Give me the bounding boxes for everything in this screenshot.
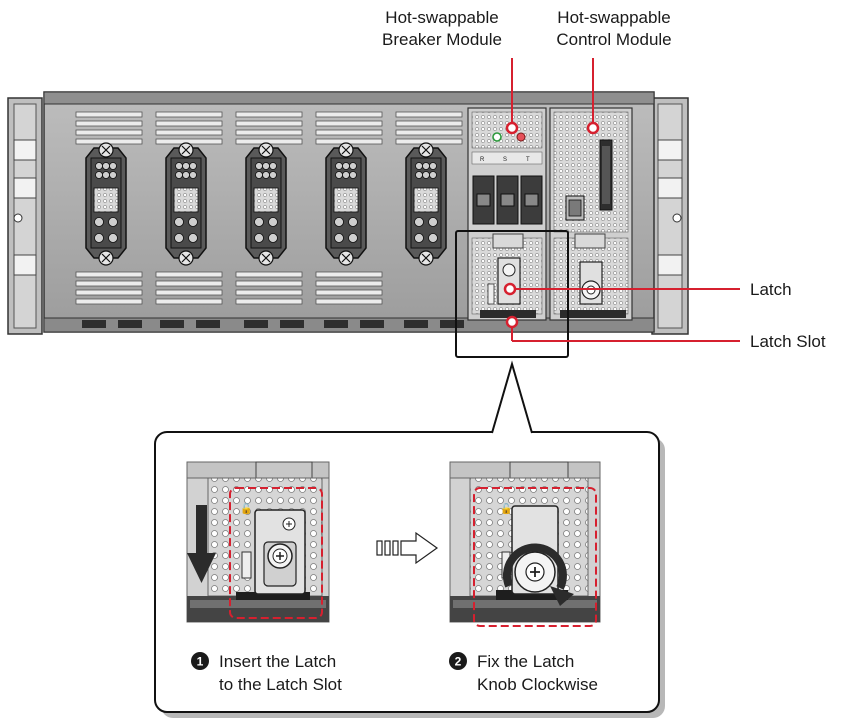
latch-slot-callout-dot (505, 315, 519, 329)
clockwise-arrow-icon (503, 543, 574, 606)
control-module-label-line2: Control Module (556, 30, 671, 49)
latch-callout-dot (503, 282, 517, 296)
next-step-arrow-icon (376, 531, 439, 565)
step2-highlight (473, 487, 597, 627)
phase-label-t: T (526, 157, 530, 163)
control-module (549, 107, 633, 321)
step1-text-line1: Insert the Latch (219, 652, 336, 671)
step2-number: 2 (455, 655, 462, 669)
step1-number: 1 (197, 655, 204, 669)
step2-text-line2: Knob Clockwise (477, 675, 598, 694)
step2-illustration: 🔓 (449, 461, 601, 627)
control-module-label-line1: Hot-swappable (557, 8, 670, 27)
step1-number-badge (191, 652, 209, 670)
left-rack-ear (7, 97, 43, 335)
step1-text-line2: to the Latch Slot (219, 675, 342, 694)
breaker-switches (472, 175, 543, 225)
fault-led (516, 132, 526, 142)
step1-highlight (229, 487, 323, 619)
step2-number-badge (449, 652, 467, 670)
vent-slots (75, 111, 463, 305)
latch-label: Latch (750, 280, 792, 299)
power-connector (85, 142, 127, 266)
svg-text:🔓: 🔓 (240, 502, 252, 515)
step2-caption: 2 Fix the Latch Knob Clockwise (449, 652, 598, 694)
breaker-module-label-line1: Hot-swappable (385, 8, 498, 27)
zoom-frame (455, 230, 569, 358)
chassis: R S T (7, 91, 689, 335)
normal-led (492, 132, 502, 142)
breaker-module-label-line2: Breaker Module (382, 30, 502, 49)
svg-text:🔓: 🔓 (500, 502, 512, 515)
step2-text-line1: Fix the Latch (477, 652, 574, 671)
latch-slot-label: Latch Slot (750, 332, 826, 351)
connectors (85, 142, 447, 266)
callouts (511, 58, 740, 342)
control-callout-dot (586, 121, 600, 135)
phase-label-s: S (503, 157, 507, 163)
step1-illustration: 🔓 (186, 461, 330, 623)
down-arrow-icon (187, 505, 216, 583)
phase-label-r: R (480, 157, 485, 163)
breaker-module: R S T (467, 107, 547, 321)
right-rack-ear (651, 97, 689, 335)
breaker-callout-dot (505, 121, 519, 135)
step1-caption: 1 Insert the Latch to the Latch Slot (191, 652, 342, 694)
